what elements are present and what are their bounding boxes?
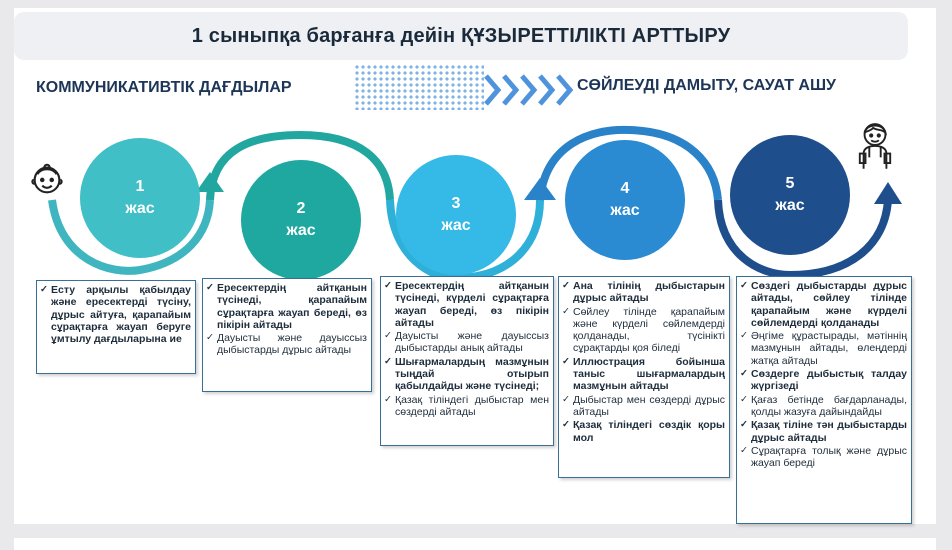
stage-2-skills-box: Ересектердің айтқанын түсінеді, қарапайы… <box>202 278 372 392</box>
stage-1-number: 1 <box>135 178 145 195</box>
chevron-arrows-icon <box>484 74 574 106</box>
skill-item: Сөйлеу тілінде қарапайым және күрделі сө… <box>562 306 725 355</box>
skill-item: Қазақ тіліндегі дыбыстар мен сөздерді ай… <box>384 394 549 419</box>
stage-2-number: 2 <box>296 200 306 217</box>
skill-item: Сөздерге дыбыстық талдау жүргізеді <box>740 368 907 393</box>
skill-item: Шығармалардың мазмұнын тыңдай отырып қаб… <box>384 356 549 393</box>
stage-4-circle: 4 жас <box>565 140 685 260</box>
skill-item: Дауысты және дауыссыз дыбыстарды анық ай… <box>384 330 549 355</box>
skill-item: Дауысты және дауыссыз дыбыстарды дұрыс а… <box>206 332 367 357</box>
stage-2-circle: 2 жас <box>241 160 361 280</box>
stage-3-number: 3 <box>451 195 461 212</box>
stage-4-skills-box: Ана тілінің дыбыстарын дұрыс айтады Сөйл… <box>558 276 730 478</box>
next-slide-strip <box>14 538 936 550</box>
skill-item: Ересектердің айтқанын түсінеді, қарапайы… <box>206 282 367 331</box>
stage-4-number: 4 <box>620 180 630 197</box>
stage-1-circle: 1 жас <box>80 138 200 258</box>
stage-3-label: жас <box>441 217 471 234</box>
heading-speech-development: СӨЙЛЕУДІ ДАМЫТУ, САУАТ АШУ <box>577 77 836 94</box>
skill-item: Ересектердің айтқанын түсінеді, күрделі … <box>384 280 549 329</box>
stage-1-skills-box: Есту арқылы қабылдау және ересектерді тү… <box>36 280 196 374</box>
skill-item: Әңгіме құрастырады, мәтіннің мазмұнын ай… <box>740 330 907 367</box>
baby-face-icon <box>31 163 63 194</box>
stage-4-label: жас <box>610 202 640 219</box>
schoolchild-icon <box>858 123 892 169</box>
skill-item: Қағаз бетінде бағдарланады, қолды жазуға… <box>740 394 907 419</box>
skill-item: Иллюстрация бойынша таныс шығармалардың … <box>562 356 725 393</box>
page-title: 1 сыныпқа барғанға дейін ҚҰЗЫРЕТТІЛІКТІ … <box>191 24 731 47</box>
stage-3-skills-box: Ересектердің айтқанын түсінеді, күрделі … <box>380 276 554 446</box>
skill-item: Сөздегі дыбыстарды дұрыс айтады, сөйлеу … <box>740 280 907 329</box>
stage-5-label: жас <box>775 197 805 214</box>
stage-5-number: 5 <box>785 175 795 192</box>
skill-item: Сұрақтарға толық және дұрыс жауап береді <box>740 445 907 470</box>
stage-2-label: жас <box>286 222 316 239</box>
stage-5-skills-box: Сөздегі дыбыстарды дұрыс айтады, сөйлеу … <box>736 276 912 524</box>
title-bar: 1 сыныпқа барғанға дейін ҚҰЗЫРЕТТІЛІКТІ … <box>14 12 908 60</box>
stage-5-circle: 5 жас <box>730 135 850 255</box>
skill-item: Қазақ тіліндегі сөздік қоры мол <box>562 419 725 444</box>
skill-item: Қазақ тіліне тән дыбыстарды дұрыс айтады <box>740 419 907 444</box>
heading-communicative-skills: КОММУНИКАТИВТІК ДАҒДЫЛАР <box>36 79 292 96</box>
dotted-progress-pattern <box>354 64 484 110</box>
skill-item: Дыбыстар мен сөздерді дұрыс айтады <box>562 394 725 419</box>
stage-3-circle: 3 жас <box>396 155 516 275</box>
stage-1-label: жас <box>125 200 155 217</box>
skill-item: Есту арқылы қабылдау және ересектерді тү… <box>40 284 191 345</box>
skill-item: Ана тілінің дыбыстарын дұрыс айтады <box>562 280 725 305</box>
